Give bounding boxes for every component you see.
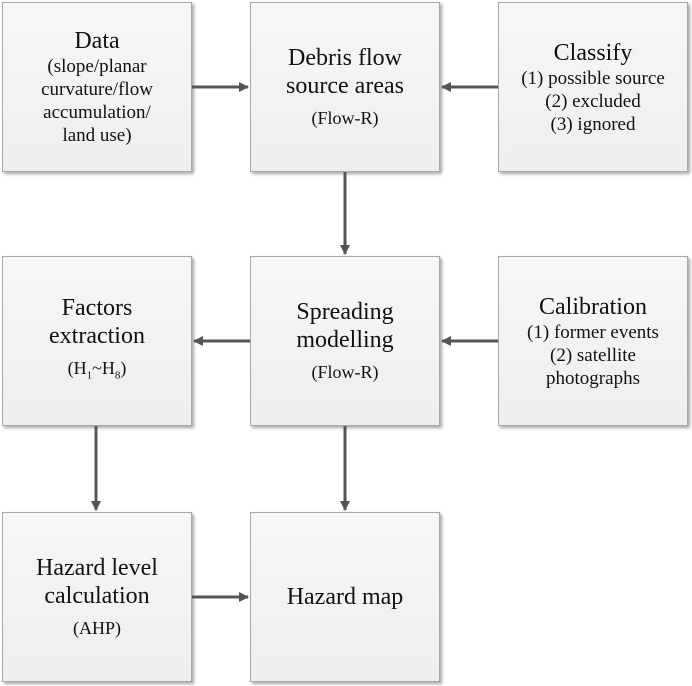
hazard-calc-title-line-2: calculation [44,583,150,609]
factors-note: (H1~H8) [67,358,127,382]
calibration-box: Calibration (1) former events (2) satell… [498,256,688,426]
source-note: (Flow-R) [311,108,379,128]
calibration-line-3: photographs [546,367,640,389]
calibration-line-2: (2) satellite [550,344,636,366]
spreading-note: (Flow-R) [311,362,379,382]
factors-title-line-2: extraction [49,323,145,350]
source-areas-box: Debris flow source areas (Flow-R) [250,2,440,172]
classify-line-2: (2) excluded [545,90,641,112]
classify-line-3: (3) ignored [550,113,636,135]
classify-box: Classify (1) possible source (2) exclude… [498,2,688,172]
source-title-line-2: source areas [286,73,404,99]
data-box: Data (slope/planar curvature/flow accumu… [2,2,192,172]
spreading-title-line-2: modelling [296,327,394,353]
data-title: Data [74,28,120,54]
classify-title: Classify [553,39,633,66]
hazard-calc-box: Hazard level calculation (AHP) [2,512,192,682]
data-line-4: land use) [62,125,132,146]
data-line-3: accumulation/ [43,102,151,123]
classify-line-1: (1) possible source [521,67,665,89]
hazard-calc-note: (AHP) [73,618,121,638]
spreading-box: Spreading modelling (Flow-R) [250,256,440,426]
spreading-title-line-1: Spreading [296,299,394,325]
hazard-map-box: Hazard map [250,512,440,682]
factors-title-line-1: Factors [61,295,133,322]
data-line-1: (slope/planar [47,56,147,77]
source-title-line-1: Debris flow [288,45,402,71]
hazard-calc-title-line-1: Hazard level [36,555,158,581]
calibration-line-1: (1) former events [527,321,659,343]
data-line-2: curvature/flow [41,79,153,100]
hazard-map-title: Hazard map [286,584,404,610]
factors-box: Factors extraction (H1~H8) [2,256,192,426]
calibration-title: Calibration [539,293,647,320]
